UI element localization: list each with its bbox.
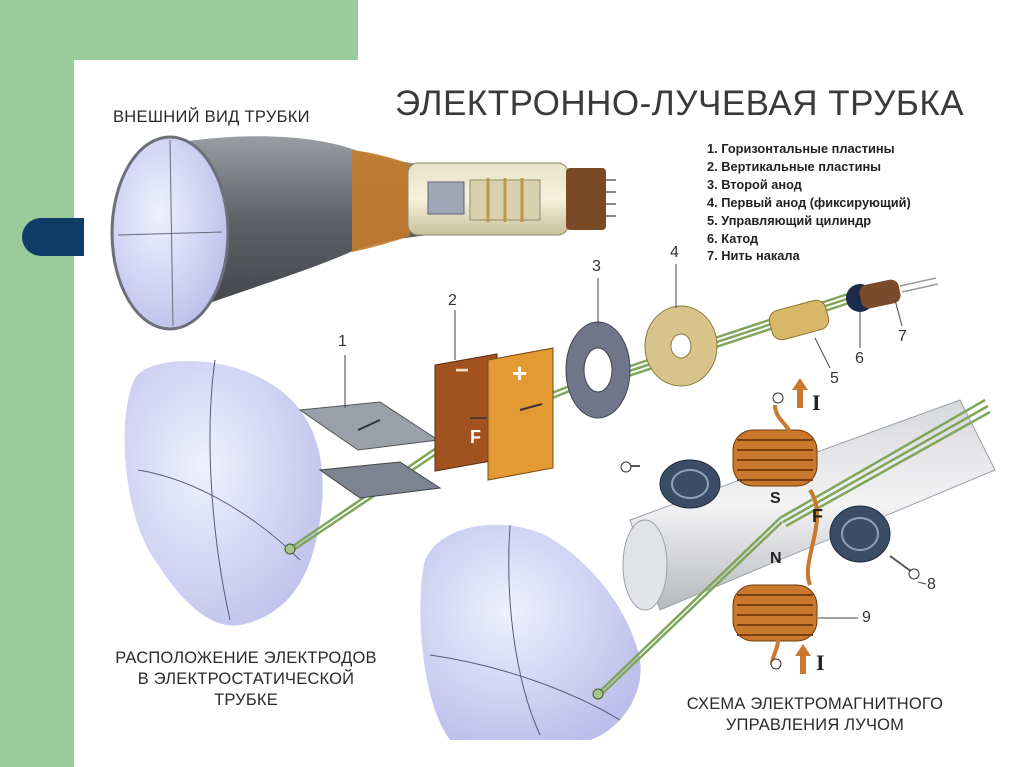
page-title: ЭЛЕКТРОННО-ЛУЧЕВАЯ ТРУБКА [395, 84, 965, 123]
tube-inner-rings [486, 178, 524, 222]
minus-sign: − [455, 357, 470, 384]
force-label-magnetic: F [812, 506, 823, 526]
lower-coil [732, 584, 818, 642]
heater [859, 279, 901, 309]
left-coil [628, 459, 721, 509]
force-label-electrostatic: F [470, 427, 481, 447]
caption-line: СХЕМА ЭЛЕКТРОМАГНИТНОГО [686, 695, 944, 713]
tube-neck-band [352, 150, 410, 252]
plus-sign: + [512, 358, 528, 388]
legend-item: 2. Вертикальные пластины [707, 158, 882, 174]
legend-item: 5. Управляющий цилиндр [707, 212, 872, 228]
electromagnetic-screen [420, 524, 641, 740]
screen-crosshair-h [117, 231, 223, 236]
caption-line: УПРАВЛЕНИЯ ЛУЧОМ [725, 716, 905, 734]
electrostatic-assembly [124, 264, 939, 626]
current-arrow-top [792, 378, 808, 408]
screen-crosshair-v [169, 139, 174, 327]
label-6: 6 [855, 350, 864, 367]
legend-item: 3. Второй анод [707, 176, 802, 192]
external-view-label: ВНЕШНИЙ ВИД ТРУБКИ [113, 108, 310, 126]
caption-line: РАСПОЛОЖЕНИЕ ЭЛЕКТРОДОВ [115, 649, 377, 667]
horizontal-plate-bottom [318, 461, 442, 499]
current-label-bottom: I [816, 650, 825, 675]
label-9: 9 [862, 609, 871, 626]
label-3: 3 [592, 258, 601, 275]
legend-item: 4. Первый анод (фиксирующий) [707, 194, 911, 210]
label-2: 2 [448, 292, 457, 309]
vertical-plate-plus [487, 347, 554, 481]
leader-lines [344, 264, 903, 408]
control-cylinder [768, 299, 830, 341]
right-coil [829, 505, 913, 573]
pole-n: N [770, 550, 782, 567]
slide-tab-marker [22, 218, 84, 256]
legend: 1. Горизонтальные пластины 2. Вертикальн… [707, 140, 911, 265]
caption-line: В ЭЛЕКТРОСТАТИЧЕСКОЙ [137, 670, 355, 688]
legend-item: 6. Катод [707, 230, 759, 246]
pole-s: S [770, 490, 781, 507]
legend-item: 7. Нить накала [707, 248, 800, 264]
label-7: 7 [898, 328, 907, 345]
label-8: 8 [927, 576, 936, 593]
current-label-top: I [812, 390, 821, 415]
tube-base [566, 168, 606, 230]
label-1: 1 [338, 333, 347, 350]
electromagnetic-assembly [420, 378, 996, 740]
tube-base-pins [606, 179, 616, 217]
tube-external-view [110, 135, 616, 331]
electrostatic-screen [124, 360, 323, 626]
beam-spot [284, 543, 296, 555]
legend-item: 1. Горизонтальные пластины [707, 141, 895, 156]
tube-inner-plates [427, 181, 465, 215]
caption-line: ТРУБКЕ [214, 691, 278, 709]
upper-coil [732, 429, 818, 487]
current-arrow-bottom [795, 644, 811, 674]
label-4: 4 [670, 244, 679, 261]
caption-electrostatic: РАСПОЛОЖЕНИЕ ЭЛЕКТРОДОВ В ЭЛЕКТРОСТАТИЧЕ… [96, 648, 396, 711]
heater-pins [899, 277, 939, 293]
label-5: 5 [830, 370, 839, 387]
caption-electromagnetic: СХЕМА ЭЛЕКТРОМАГНИТНОГО УПРАВЛЕНИЯ ЛУЧОМ [665, 694, 965, 736]
